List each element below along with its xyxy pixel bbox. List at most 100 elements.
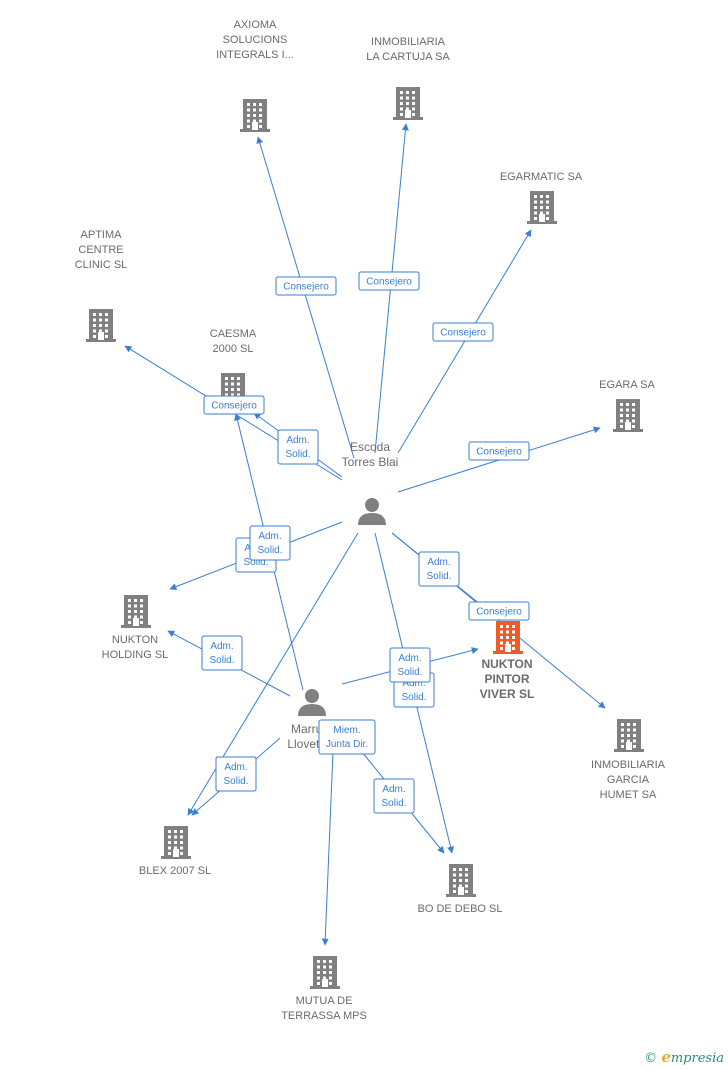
building-icon-aptima[interactable] — [86, 309, 116, 342]
building-window — [512, 625, 515, 628]
building-window — [633, 728, 636, 732]
company-label-cartuja-line: LA CARTUJA SA — [366, 51, 450, 63]
building-window — [540, 211, 543, 215]
building-door — [252, 122, 258, 130]
role-badge[interactable]: Adm.Solid. — [201, 635, 243, 671]
role-badge-box — [277, 429, 319, 465]
building-window — [253, 119, 256, 123]
building-icon-nukton_pintor[interactable] — [493, 621, 523, 654]
role-badge[interactable]: Consejero — [358, 271, 420, 291]
building-icon-axioma[interactable] — [240, 99, 270, 132]
building-window — [140, 610, 143, 613]
building-window — [105, 335, 108, 338]
building-window — [231, 393, 234, 397]
role-badge-text: Consejero — [366, 277, 412, 288]
building-window — [512, 647, 515, 650]
building-icon-garcia[interactable] — [614, 719, 644, 752]
building-window — [247, 108, 250, 112]
building-window — [412, 113, 415, 116]
building-base — [614, 749, 644, 752]
building-icon-blex[interactable] — [161, 826, 191, 859]
role-badge-text: Adm. — [210, 641, 233, 652]
building-window — [632, 403, 635, 406]
building-window — [231, 382, 234, 386]
person-icon-marrugat[interactable] — [298, 689, 326, 716]
role-badge[interactable]: Consejero — [468, 601, 530, 621]
building-window — [93, 318, 96, 322]
building-window — [93, 324, 96, 327]
building-window — [500, 625, 503, 628]
company-label-cartuja-line: INMOBILIARIA — [371, 36, 446, 48]
building-window — [237, 382, 240, 386]
building-window — [512, 636, 515, 639]
building-window — [317, 971, 320, 974]
role-badge-text: Solid. — [223, 776, 248, 787]
building-icon-nukton_holding[interactable] — [121, 595, 151, 628]
role-badge-text: Solid. — [243, 557, 268, 568]
role-badge[interactable]: Adm.Solid. — [249, 525, 291, 561]
building-window — [506, 630, 509, 634]
building-window — [323, 971, 326, 974]
building-window — [406, 102, 409, 105]
building-icon-mutua[interactable] — [310, 956, 340, 989]
building-window — [168, 830, 171, 833]
building-window — [459, 884, 462, 888]
building-window — [99, 324, 102, 327]
role-badge-box — [389, 647, 431, 683]
building-window — [93, 335, 96, 338]
role-badge-text: Adm. — [402, 678, 425, 689]
company-label-egara-line: EGARA SA — [599, 379, 655, 391]
role-badge[interactable]: Adm.Solid. — [277, 429, 319, 465]
building-window — [247, 125, 250, 128]
role-badge[interactable]: Adm.Solid. — [389, 647, 431, 683]
building-window — [105, 313, 108, 316]
person-body — [298, 704, 326, 716]
building-base — [86, 339, 116, 342]
role-badge[interactable]: Consejero — [432, 322, 494, 342]
role-badge[interactable]: Consejero — [468, 441, 530, 461]
building-base — [393, 117, 423, 120]
role-badge-box — [275, 276, 337, 296]
role-badge[interactable]: Adm.Solid. — [418, 551, 460, 587]
role-badge-text: Adm. — [286, 435, 309, 446]
building-window — [259, 125, 262, 128]
building-window — [180, 841, 183, 844]
role-badge[interactable]: Consejero — [203, 395, 265, 415]
building-icon-egarmatic[interactable] — [527, 191, 557, 224]
building-window — [627, 723, 630, 726]
person-icon-escoda[interactable] — [358, 498, 386, 525]
building-door — [133, 618, 139, 626]
building-base — [493, 651, 523, 654]
building-icon-bodedebo[interactable] — [446, 864, 476, 897]
building-window — [632, 419, 635, 423]
building-window — [128, 599, 131, 602]
role-badge-box — [418, 551, 460, 587]
role-badge[interactable]: Miem.Junta Dir. — [318, 719, 376, 755]
company-label-axioma-line: SOLUCIONS — [223, 34, 288, 46]
role-badge[interactable]: Adm.Solid. — [215, 756, 257, 792]
building-window — [465, 890, 468, 893]
building-window — [412, 102, 415, 105]
role-badge-box — [432, 322, 494, 342]
role-badge[interactable]: Consejero — [275, 276, 337, 296]
building-window — [506, 625, 509, 628]
building-window — [225, 388, 228, 391]
building-icon-cartuja[interactable] — [393, 87, 423, 120]
building-door — [625, 422, 631, 430]
building-window — [259, 114, 262, 117]
building-icon-egara[interactable] — [613, 399, 643, 432]
building-window — [406, 91, 409, 94]
edge-escoda-axioma — [256, 136, 355, 459]
company-label-nukton_pintor-line: VIVER SL — [480, 687, 535, 701]
company-label-axioma-line: INTEGRALS I... — [216, 49, 294, 61]
building-window — [512, 641, 515, 645]
building-window — [128, 604, 131, 608]
building-window — [317, 960, 320, 963]
building-window — [465, 873, 468, 877]
building-window — [140, 615, 143, 619]
brand-footer[interactable]: © empresia — [644, 1048, 724, 1066]
brand-initial: e — [661, 1048, 671, 1066]
building-window — [105, 324, 108, 327]
role-badge[interactable]: Adm.Solid. — [373, 778, 415, 814]
building-window — [225, 382, 228, 386]
